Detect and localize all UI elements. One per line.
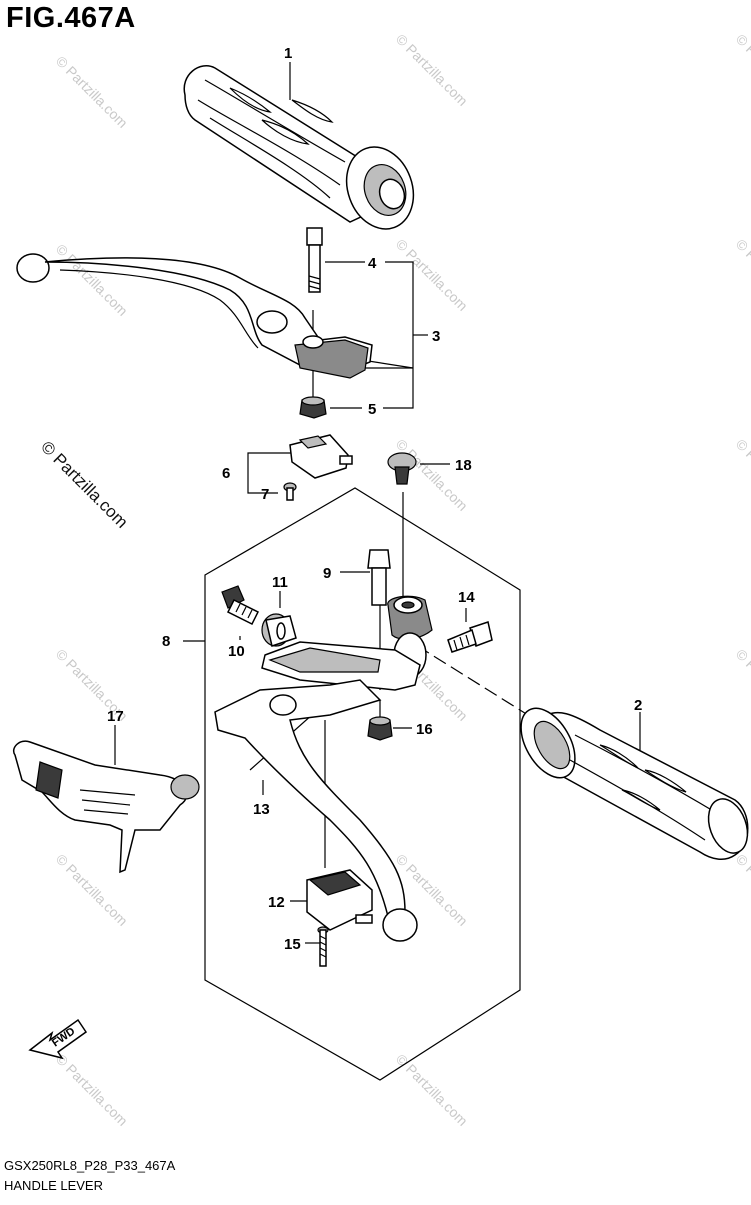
callout-11: 11	[272, 574, 288, 591]
callout-9: 9	[323, 565, 331, 582]
model-code: GSX250RL8_P28_P33_467A	[4, 1158, 176, 1173]
fwd-arrow-icon: FWD	[28, 1018, 88, 1060]
pivot-nut-icon	[367, 716, 393, 741]
callout-12: 12	[268, 894, 285, 911]
lever-bolt-icon	[306, 227, 323, 293]
watermark: © Partzilla.com	[733, 236, 751, 314]
clutch-lever-icon	[214, 679, 418, 942]
holder-bolt-icon	[447, 621, 493, 653]
callout-4: 4	[368, 255, 377, 272]
clutch-switch-icon	[306, 869, 373, 931]
callout-2: 2	[634, 697, 642, 714]
lever-nut-icon	[299, 396, 327, 419]
watermark: © Partzilla.com	[733, 646, 751, 724]
watermark: © Partzilla.com	[733, 436, 751, 514]
adjuster-bolt-icon	[221, 585, 260, 626]
adjuster-nut-icon	[261, 613, 297, 647]
watermark: © Partzilla.com	[393, 31, 471, 109]
watermark: © Partzilla.com	[733, 851, 751, 929]
cap-plug-icon	[387, 452, 417, 485]
switch-screw-icon	[283, 482, 297, 501]
handle-grip-left-icon	[520, 707, 749, 860]
callout-18: 18	[455, 457, 472, 474]
callout-15: 15	[284, 936, 301, 953]
watermark: © Partzilla.com	[53, 851, 131, 929]
callout-5: 5	[368, 401, 376, 418]
watermark: © Partzilla.com	[53, 241, 131, 319]
callout-6: 6	[222, 465, 230, 482]
pivot-bolt-icon	[367, 549, 391, 606]
callout-8: 8	[162, 633, 170, 650]
callout-13: 13	[253, 801, 270, 818]
watermark: © Partzilla.com	[393, 236, 471, 314]
watermark: © Partzilla.com	[53, 53, 131, 131]
figure-title: FIG.467A	[6, 2, 136, 34]
callout-1: 1	[284, 45, 292, 62]
callout-3: 3	[432, 328, 440, 345]
watermark: © Partzilla.com	[733, 31, 751, 109]
callout-10: 10	[228, 643, 245, 660]
switch-screw-icon	[317, 926, 329, 967]
callout-17: 17	[107, 708, 124, 725]
lever-guard-icon	[13, 740, 200, 874]
handle-grip-right-icon	[183, 65, 415, 230]
callout-16: 16	[416, 721, 433, 738]
front-brake-lever-icon	[16, 253, 373, 379]
callout-7: 7	[261, 486, 269, 503]
watermark: © Partzilla.com	[393, 1051, 471, 1129]
watermark: © Partzilla.com	[53, 1051, 131, 1129]
centerline	[399, 634, 561, 736]
figure-name: HANDLE LEVER	[4, 1178, 103, 1193]
watermark-prominent: © Partzilla.com	[37, 437, 131, 531]
callout-labels: 1 2 3 4 5 6 7 8 9 10 11 12 13 14 15 16 1…	[107, 45, 642, 953]
callout-14: 14	[458, 589, 475, 606]
clutch-lever-holder-icon	[261, 595, 433, 691]
brake-light-switch-icon	[289, 434, 353, 479]
assembly-outline	[204, 487, 521, 1081]
